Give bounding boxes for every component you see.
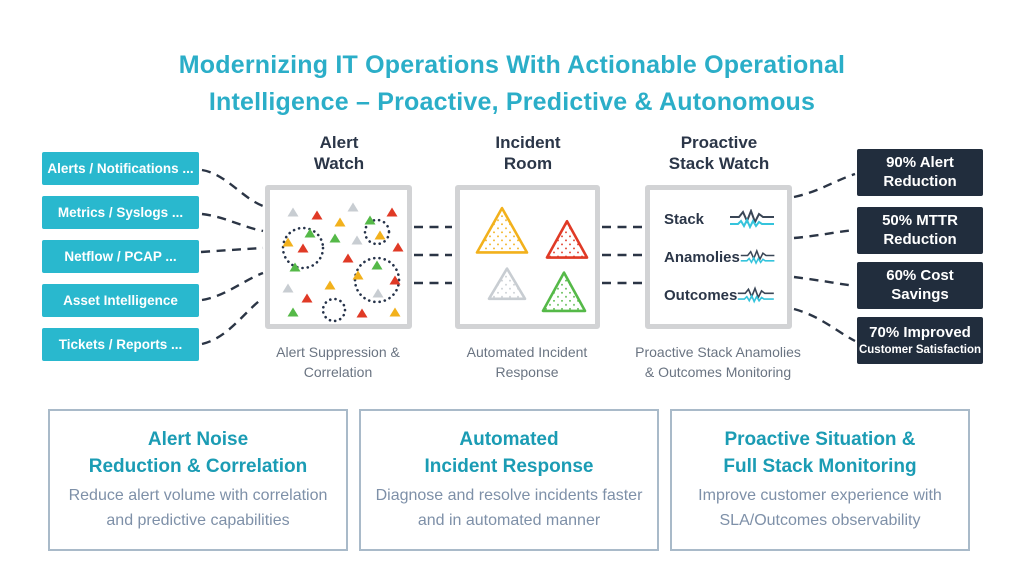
caption-line: Response [495, 363, 559, 380]
dashed-connector [793, 275, 856, 288]
outcome-box-customer-satisfaction: 70% Improved Customer Satisfaction [857, 317, 983, 364]
dashed-connector [793, 228, 856, 240]
waveform-icon [730, 209, 774, 229]
outcome-line: 60% Cost [886, 266, 954, 284]
outcome-line: 50% MTTR [882, 211, 958, 229]
benefit-title: Proactive Situation & Full Stack Monitor… [672, 427, 968, 480]
psw-row-anamolies: Anamolies [664, 247, 775, 267]
outcome-box-cost-savings: 60% Cost Savings [857, 262, 983, 309]
dashed-connector [793, 172, 856, 199]
benefit-title-line: Automated [459, 429, 559, 450]
benefit-card-automated-response: Automated Incident Response Diagnose and… [359, 409, 659, 551]
benefit-card-proactive-monitoring: Proactive Situation & Full Stack Monitor… [670, 409, 970, 551]
caption-line: Proactive Stack Anamolies [635, 344, 801, 360]
psw-row-stack: Stack [664, 209, 775, 229]
waveform-icon [740, 248, 775, 265]
benefit-title-line: Full Stack Monitoring [723, 455, 917, 477]
stage-title-line: Alert [319, 133, 359, 152]
stage-caption-incident-room: Automated Incident Response [422, 343, 632, 382]
psw-row-label: Stack [664, 210, 705, 228]
dashed-connector [201, 212, 264, 233]
outcome-line: 90% Alert [886, 153, 954, 171]
alert-triangles [282, 202, 404, 318]
stage-title-line: Stack Watch [668, 154, 770, 174]
source-label: Asset Intelligence [63, 293, 178, 308]
benefit-title-line: Incident Response [424, 455, 594, 477]
incident-triangles [475, 206, 589, 313]
stage-title-line: Proactive [680, 133, 758, 152]
psw-row-label: Outcomes [664, 286, 738, 304]
incident-triangles-illustration [475, 206, 589, 313]
correlation-cluster-circles [281, 218, 401, 323]
source-label: Metrics / Syslogs ... [57, 205, 184, 220]
caption-line: Alert Suppression & [276, 344, 400, 360]
benefit-body: Diagnose and resolve incidents faster an… [375, 487, 643, 529]
outcome-box-alert-reduction: 90% Alert Reduction [857, 149, 983, 196]
dashed-connector [201, 297, 264, 346]
benefit-title: Automated Incident Response [361, 427, 657, 480]
outcome-line: Customer Satisfaction [858, 343, 982, 356]
stage-title-proactive-stack-watch: Proactive Stack Watch [634, 132, 804, 175]
diagram-title: Modernizing IT Operations With Actionabl… [0, 47, 1024, 122]
stage-caption-proactive-stack-watch: Proactive Stack Anamolies & Outcomes Mon… [613, 343, 823, 382]
dashed-connector [201, 168, 264, 208]
stage-title-line: Room [503, 154, 553, 174]
benefit-title: Alert Noise Reduction & Correlation [50, 427, 346, 480]
stage-box-proactive-stack-watch: Stack Anamolies Outcomes [645, 185, 792, 329]
psw-row-label: Anamolies [664, 248, 740, 266]
benefit-card-alert-noise: Alert Noise Reduction & Correlation Redu… [48, 409, 348, 551]
benefit-title-line: Proactive Situation & [724, 429, 916, 450]
outcome-box-mttr-reduction: 50% MTTR Reduction [857, 207, 983, 254]
caption-line: Correlation [303, 363, 373, 380]
diagram-title-line2: Intelligence – Proactive, Predictive & A… [208, 88, 816, 117]
stage-title-alert-watch: Alert Watch [254, 132, 424, 175]
source-label: Alerts / Notifications ... [47, 161, 194, 176]
caption-line: & Outcomes Monitoring [644, 363, 792, 380]
benefit-body: Improve customer experience with SLA/Out… [698, 487, 942, 529]
stage-title-incident-room: Incident Room [443, 132, 613, 175]
benefit-body: Reduce alert volume with correlation and… [68, 487, 328, 529]
source-box-alerts-notifications: Alerts / Notifications ... [42, 152, 199, 185]
source-box-netflow-pcap: Netflow / PCAP ... [42, 240, 199, 273]
dashed-connector [793, 307, 856, 343]
outcome-line: Savings [891, 285, 949, 303]
alert-scatter-illustration [281, 202, 404, 323]
diagram-title-line1: Modernizing IT Operations With Actionabl… [178, 50, 846, 79]
source-box-tickets-reports: Tickets / Reports ... [42, 328, 199, 361]
stage-title-line: Incident [495, 133, 561, 152]
source-box-asset-intelligence: Asset Intelligence [42, 284, 199, 317]
benefit-title-line: Reduction & Correlation [88, 455, 308, 477]
stage-title-line: Watch [313, 154, 365, 174]
caption-line: Automated Incident [466, 344, 588, 360]
outcome-line: Reduction [883, 230, 957, 248]
source-box-metrics-syslogs: Metrics / Syslogs ... [42, 196, 199, 229]
stage-box-incident-room [455, 185, 600, 329]
benefit-title-line: Alert Noise [147, 429, 249, 450]
waveform-icon [738, 286, 775, 304]
stage-box-alert-watch [265, 185, 412, 329]
source-label: Tickets / Reports ... [58, 337, 183, 352]
dashed-connector [200, 246, 264, 254]
source-label: Netflow / PCAP ... [64, 249, 177, 264]
psw-row-outcomes: Outcomes [664, 285, 775, 305]
dashed-connector [201, 271, 264, 302]
outcome-line: 70% Improved [869, 323, 971, 341]
outcome-line: Reduction [883, 172, 957, 190]
stage-caption-alert-watch: Alert Suppression & Correlation [233, 343, 443, 382]
